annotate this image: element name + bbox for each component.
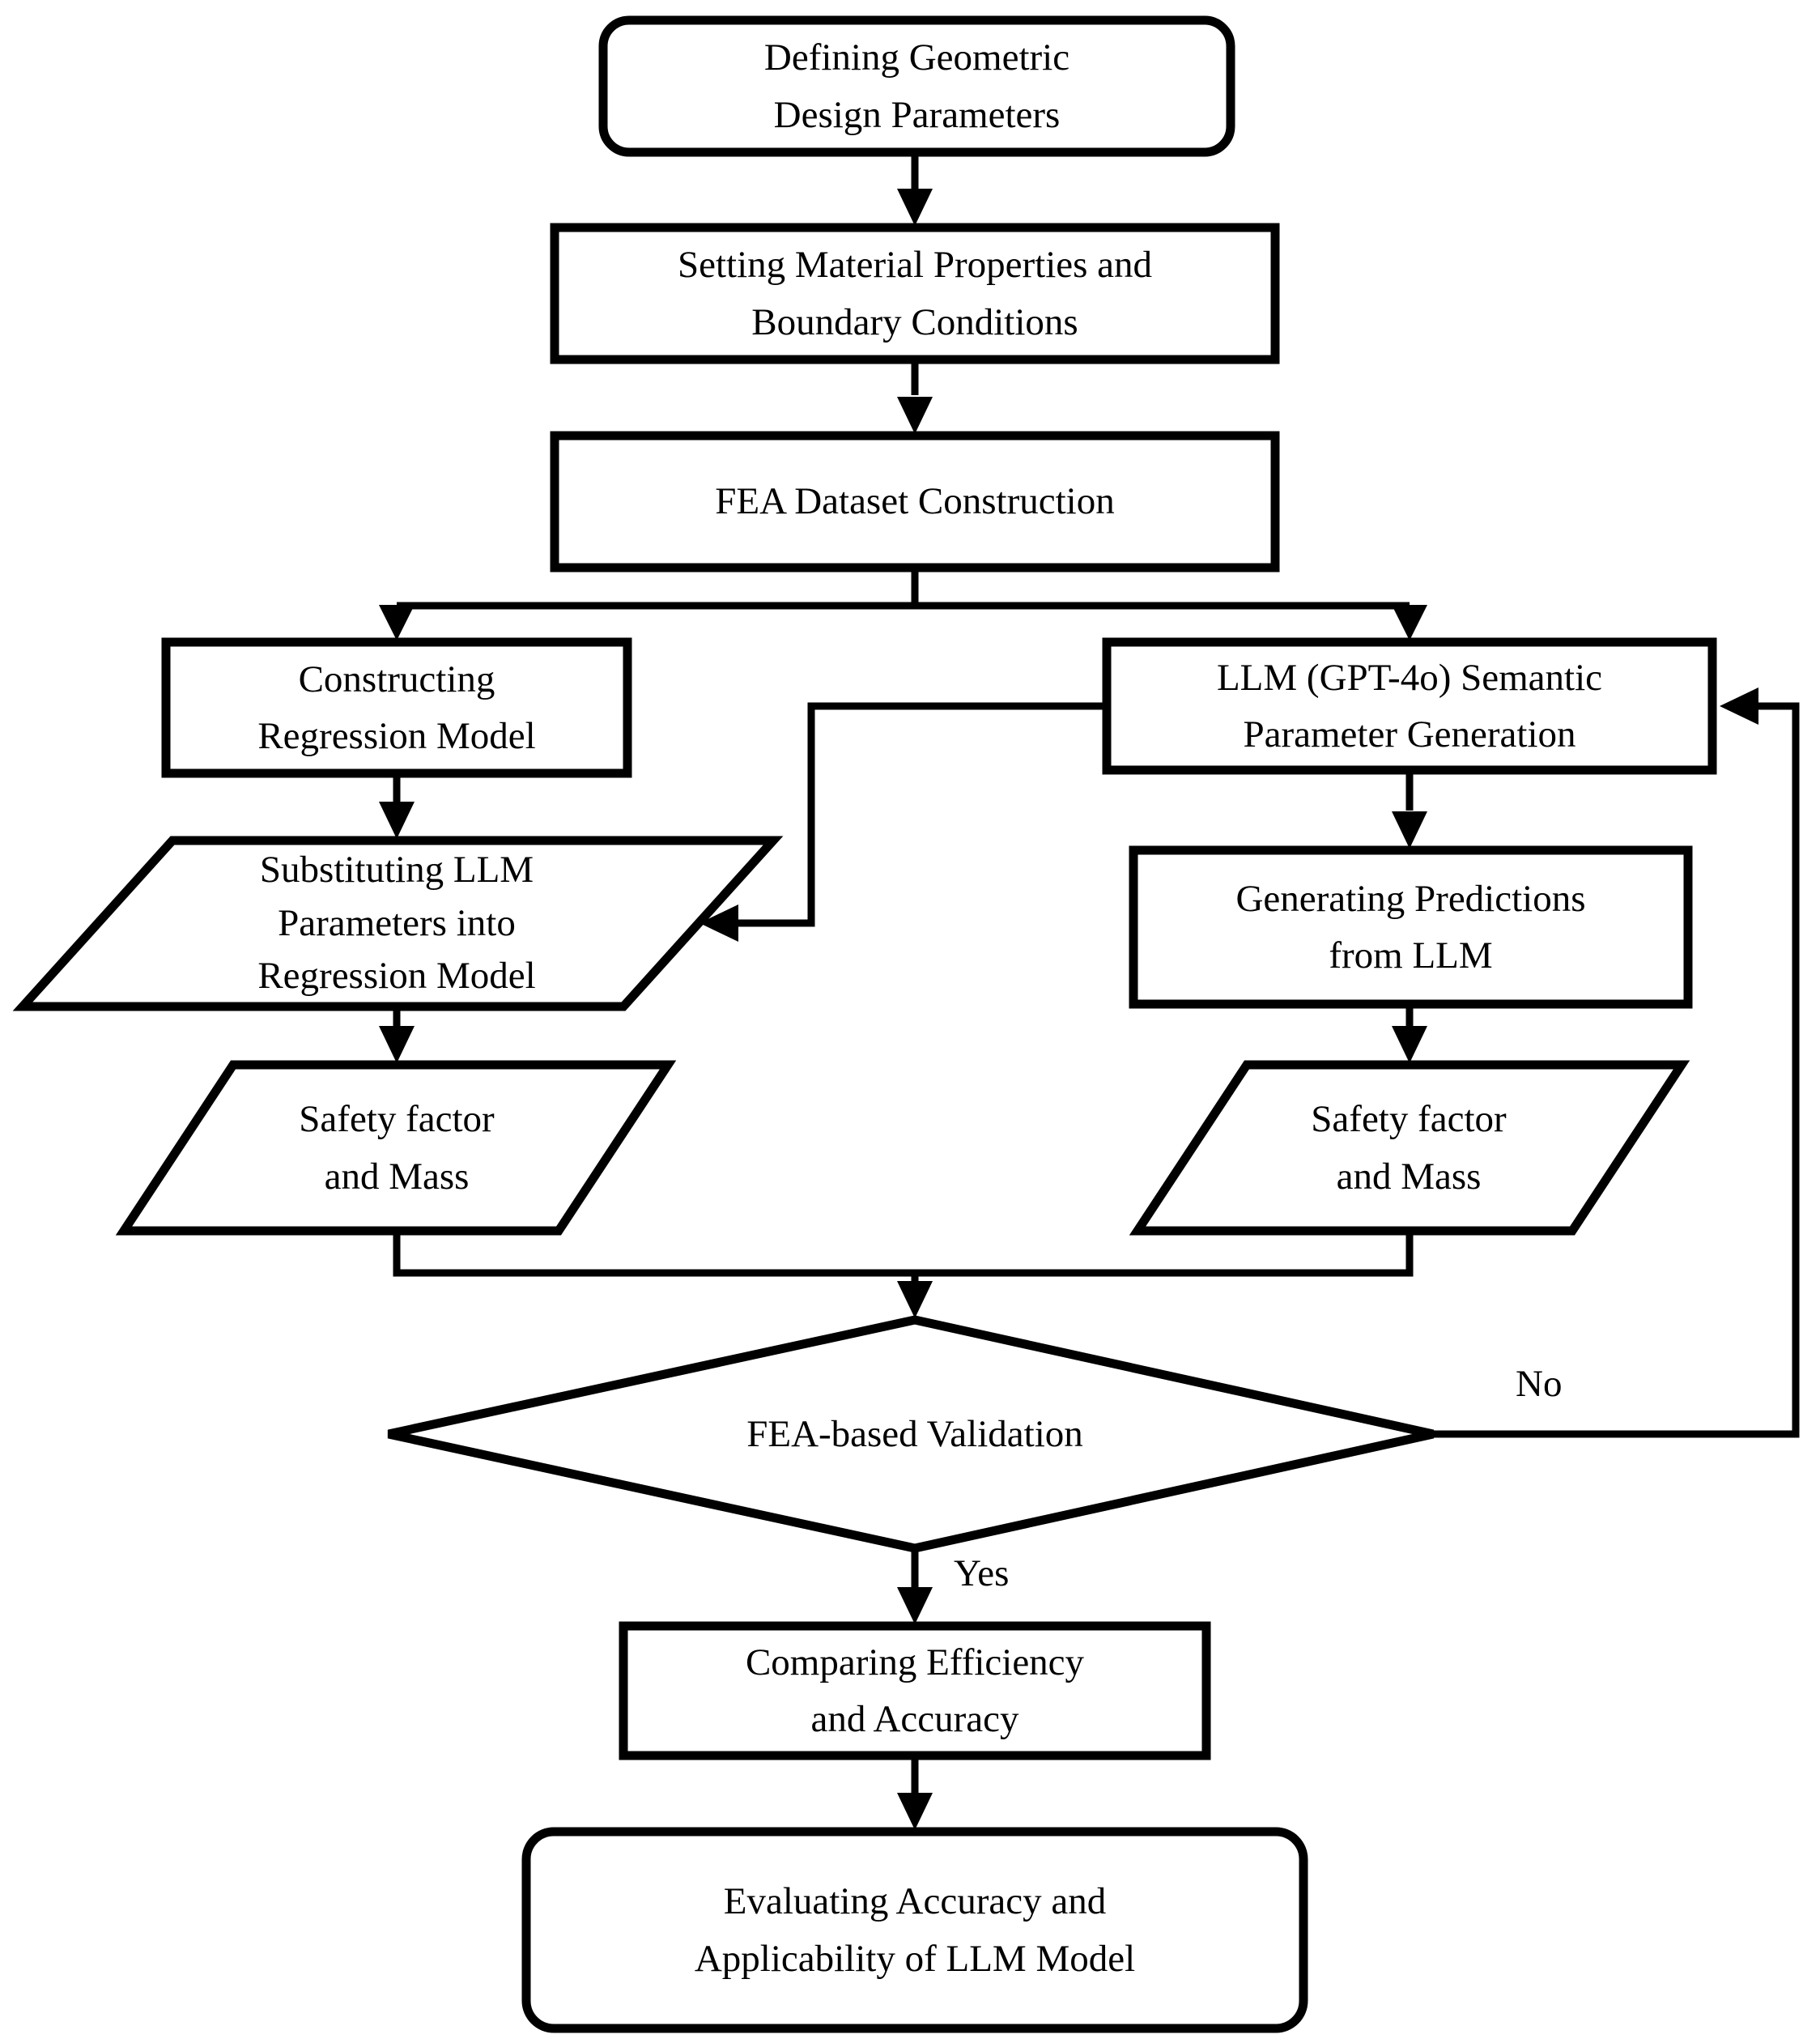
edge-llm-to-substitute	[738, 702, 1107, 927]
arrowhead-into-comparing	[897, 1587, 933, 1624]
fea-dataset-node-shape	[550, 431, 1280, 572]
regression-node-shape	[161, 637, 632, 778]
arrowhead-into-substitute-side	[700, 904, 738, 942]
edge-fea-split	[397, 568, 1410, 610]
edge-validation-no-loop	[1433, 702, 1800, 1438]
arrowhead-into-substitute	[379, 802, 415, 839]
safety-left-node-shape	[115, 1060, 677, 1236]
validation-diamond-shape	[387, 1315, 1435, 1553]
llm-generation-node-shape	[1102, 637, 1717, 775]
arrowhead-into-safety-right	[1392, 1026, 1427, 1063]
arrowhead-into-setup	[897, 189, 933, 226]
arrowhead-into-llm-generation	[1392, 605, 1427, 641]
arrowhead-into-validation	[897, 1281, 933, 1318]
arrowhead-into-predictions	[1392, 811, 1427, 849]
arrowhead-no-into-llm	[1720, 687, 1758, 725]
arrowhead-into-safety-left	[379, 1026, 415, 1063]
substitute-node-shape	[12, 836, 784, 1011]
llm-predictions-node-shape	[1129, 845, 1693, 1009]
evaluating-node-shape	[521, 1827, 1308, 2033]
arrowhead-into-regression	[379, 605, 415, 641]
setup-node-shape	[550, 223, 1280, 364]
edge-merge-to-validation	[393, 1231, 1414, 1283]
comparing-node-shape	[619, 1621, 1211, 1760]
safety-right-node-shape	[1129, 1060, 1690, 1236]
arrowhead-into-fea	[897, 397, 933, 434]
arrowhead-into-evaluating	[897, 1793, 933, 1830]
start-node-shape	[598, 15, 1235, 157]
